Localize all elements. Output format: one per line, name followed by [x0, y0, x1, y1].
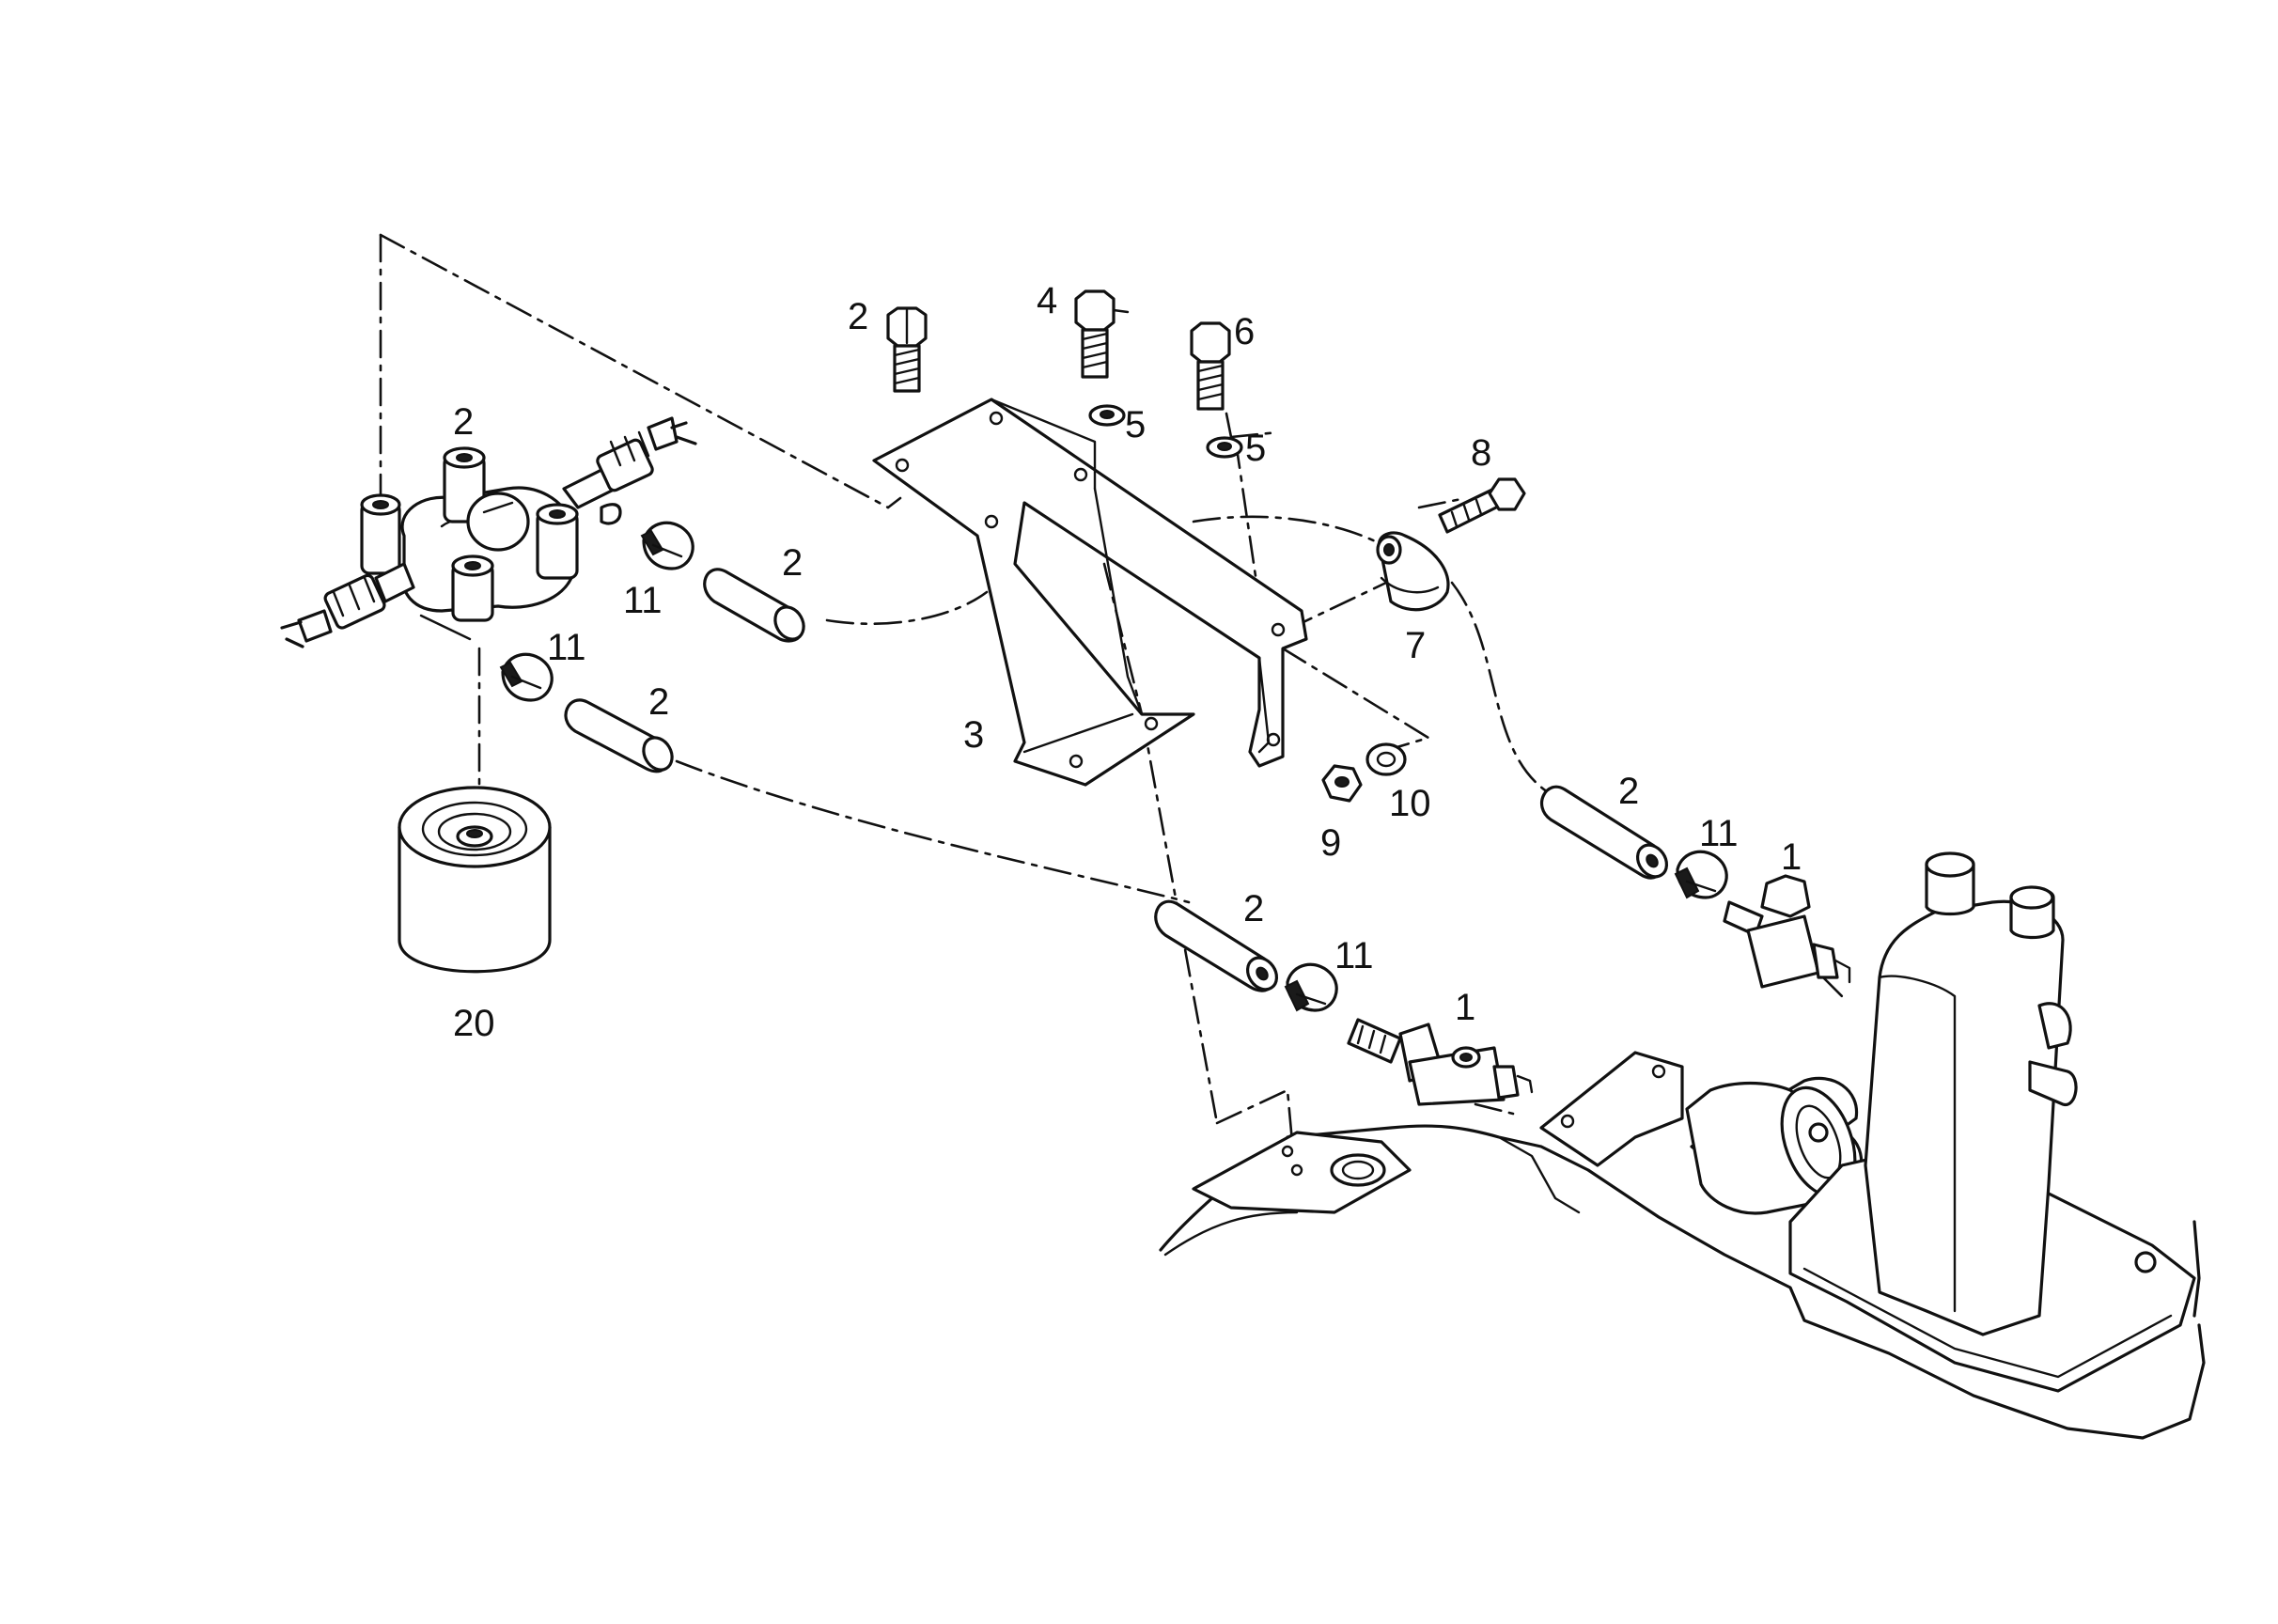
callout-2-hose-lower-left: 2 — [648, 681, 669, 723]
callout-1-fitting-right: 1 — [1781, 836, 1802, 878]
callout-labels: 2 4 6 5 5 8 7 3 9 10 2 11 2 11 2 20 2 11… — [453, 280, 1802, 1044]
callout-5-washer-a: 5 — [1125, 404, 1146, 445]
hose-clamps — [499, 521, 1728, 1012]
callout-5-washer-b: 5 — [1245, 428, 1266, 469]
callout-2-hose-upper: 2 — [782, 542, 803, 584]
nut-9 — [1321, 764, 1363, 803]
washer-10 — [1365, 742, 1407, 776]
mounting-bracket — [872, 398, 1308, 787]
hose-clamp-filter — [499, 652, 554, 702]
hoses — [564, 568, 1669, 992]
elbow-fittings — [1347, 874, 1851, 1106]
callout-11-clamp-top: 11 — [623, 580, 663, 621]
hose-lower-left — [564, 698, 674, 773]
hose-clamp-right — [1674, 850, 1728, 899]
hose-lower-middle — [1154, 899, 1279, 992]
callout-3-bracket: 3 — [963, 714, 984, 756]
hose-clamp-middle — [1284, 962, 1338, 1012]
hose-clamp-top — [640, 521, 694, 570]
filter-cartridge — [398, 786, 552, 974]
elbow-fitting-right — [1723, 874, 1851, 989]
callout-2-filter-head: 2 — [453, 401, 474, 443]
bolt-2 — [886, 306, 928, 393]
engine-housing — [1159, 851, 2206, 1440]
callout-7-clamp: 7 — [1405, 625, 1426, 666]
callout-11-clamp-filter: 11 — [547, 627, 586, 668]
callout-6-bolt: 6 — [1234, 311, 1255, 352]
washer-5a — [1088, 404, 1126, 427]
callout-2-hose-middle: 2 — [1243, 888, 1264, 929]
hose-upper — [703, 568, 805, 643]
callout-2-hose-right: 2 — [1618, 771, 1639, 812]
callout-2-bolt: 2 — [848, 296, 868, 337]
hose-right — [1540, 785, 1669, 880]
callout-1-fitting-middle: 1 — [1455, 987, 1475, 1028]
callout-8-bolt: 8 — [1471, 432, 1491, 474]
bolts-and-washers — [886, 289, 1526, 803]
bolt-6 — [1190, 321, 1231, 411]
callout-4-bolt: 4 — [1037, 280, 1057, 321]
callout-10-washer: 10 — [1389, 783, 1431, 824]
callout-11-clamp-middle: 11 — [1334, 935, 1374, 976]
elbow-fitting-middle — [1347, 1018, 1534, 1106]
callout-20-filter: 20 — [453, 1003, 495, 1044]
washer-5b — [1206, 436, 1243, 459]
assembly-lines — [379, 233, 1844, 1144]
filter-head-assembly — [280, 416, 697, 648]
callout-9-nut: 9 — [1320, 822, 1341, 864]
bolt-8 — [1438, 477, 1526, 534]
p-clamp-7 — [1376, 531, 1450, 612]
bolt-4 — [1074, 289, 1130, 379]
callout-11-clamp-right: 11 — [1699, 813, 1739, 854]
